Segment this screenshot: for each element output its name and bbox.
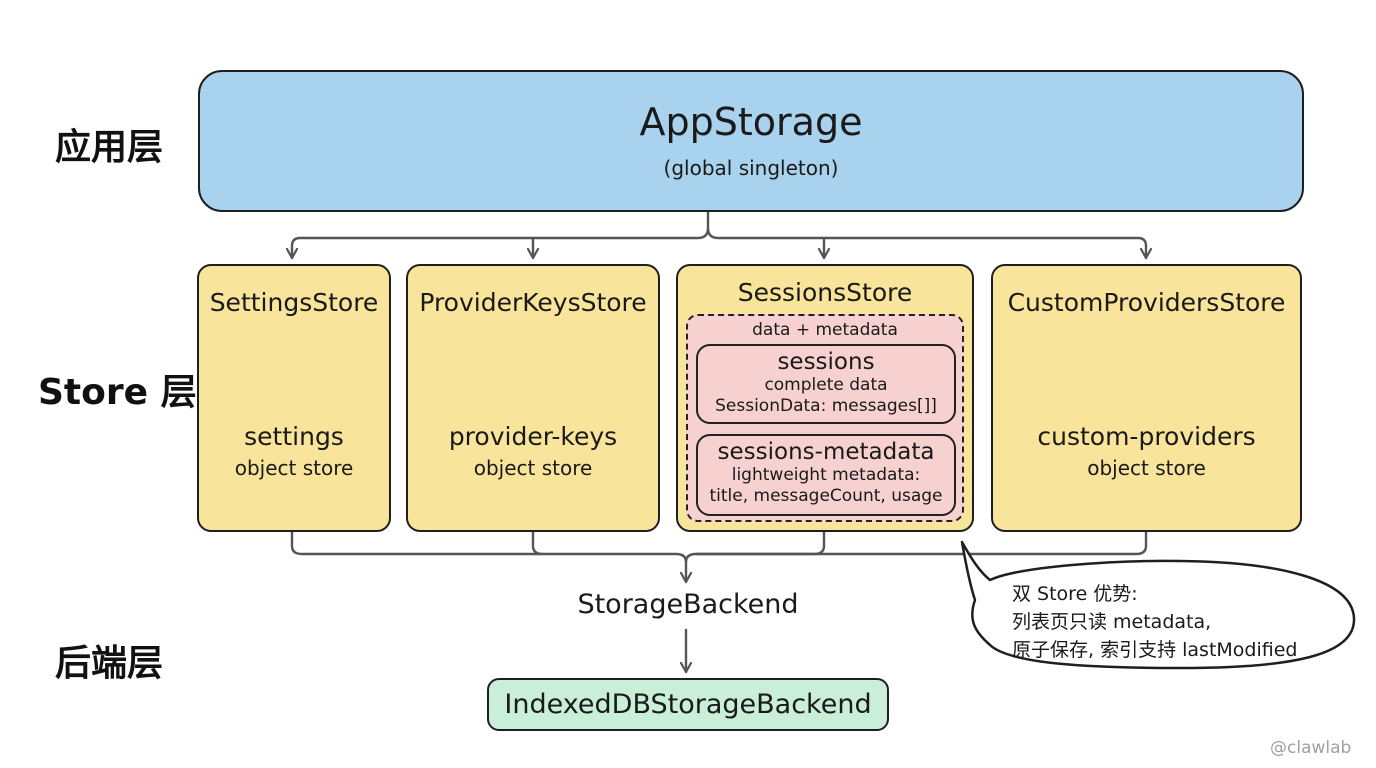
provider-keys-store-title: ProviderKeysStore — [419, 288, 647, 317]
sessions-object-store-title: sessions — [777, 349, 875, 375]
note-line-3: 原子保存, 索引支持 lastModified — [1012, 639, 1298, 661]
note-line-2: 列表页只读 metadata, — [1012, 611, 1212, 633]
sessions-metadata-title: sessions-metadata — [717, 439, 935, 465]
indexeddb-backend-label: IndexedDBStorageBackend — [504, 689, 872, 720]
layer-label-app: 应用层 — [55, 127, 164, 168]
custom-providers-store-box: CustomProvidersStore custom-providers ob… — [991, 264, 1302, 532]
sessions-metadata-line2: title, messageCount, usage — [709, 486, 943, 506]
sessions-store-box: SessionsStore data + metadata sessions c… — [676, 264, 974, 532]
sessions-object-store-line1: complete data — [764, 375, 888, 395]
sessions-object-store-line2: SessionData: messages[]] — [715, 396, 937, 416]
watermark: @clawlab — [1270, 738, 1352, 758]
settings-object-store-label: object store — [234, 456, 354, 480]
provider-keys-store-box: ProviderKeysStore provider-keys object s… — [406, 264, 660, 532]
settings-store-box: SettingsStore settings object store — [197, 264, 391, 532]
app-to-stores-connector — [292, 210, 710, 260]
stores-to-backend-connector — [290, 530, 686, 584]
settings-store-title: SettingsStore — [209, 288, 379, 317]
custom-providers-object-store-label: object store — [1087, 456, 1206, 480]
indexeddb-backend-box: IndexedDBStorageBackend — [487, 678, 889, 731]
sessions-metadata-line1: lightweight metadata: — [731, 465, 921, 485]
custom-providers-object-store-name: custom-providers — [1037, 422, 1256, 451]
provider-keys-object-store-label: object store — [473, 456, 593, 480]
provider-keys-object-store-name: provider-keys — [448, 422, 618, 451]
sessions-metadata-box: sessions-metadata lightweight metadata: … — [696, 434, 956, 516]
sessions-group-box: data + metadata sessions complete data S… — [686, 314, 964, 522]
sessions-store-title: SessionsStore — [737, 278, 913, 307]
layer-label-store: Store 层 — [38, 372, 197, 413]
note-bubble — [960, 540, 1356, 670]
sessions-object-store-box: sessions complete data SessionData: mess… — [696, 344, 956, 424]
sessions-group-label: data + metadata — [752, 320, 898, 340]
custom-providers-store-title: CustomProvidersStore — [1007, 288, 1286, 317]
app-storage-subtitle: (global singleton) — [663, 156, 839, 180]
app-storage-box: AppStorage (global singleton) — [198, 70, 1304, 212]
note-line-1: 双 Store 优势: — [1012, 583, 1138, 605]
layer-label-backend: 后端层 — [55, 643, 164, 684]
settings-object-store-name: settings — [244, 422, 344, 451]
storage-backend-label: StorageBackend — [577, 589, 799, 620]
app-storage-title: AppStorage — [639, 100, 863, 144]
dual-store-note: 双 Store 优势: 列表页只读 metadata, 原子保存, 索引支持 l… — [1012, 580, 1342, 664]
